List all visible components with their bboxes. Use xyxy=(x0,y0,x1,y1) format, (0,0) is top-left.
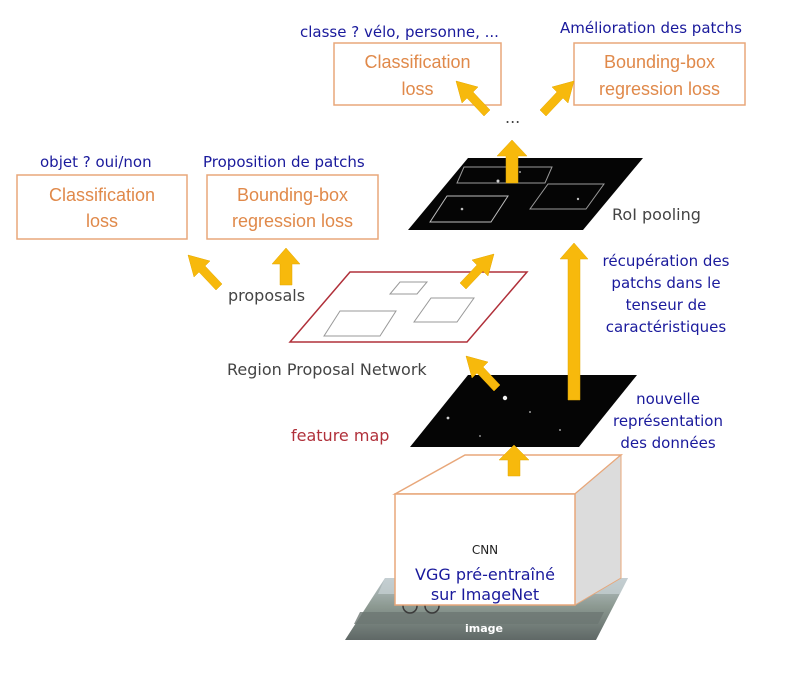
arrow-to-top-classification xyxy=(455,80,491,117)
patch-recovery-line2: patchs dans le xyxy=(611,274,720,292)
label-patch-improvement: Amélioration des patchs xyxy=(560,19,742,37)
patch-recovery-line3: tenseur de xyxy=(626,296,707,314)
roi-pooling-label: RoI pooling xyxy=(612,205,701,224)
label-object-question: objet ? oui/non xyxy=(40,153,152,171)
left-classification-line2: loss xyxy=(86,211,118,231)
patch-recovery-line1: récupération des xyxy=(603,252,730,270)
top-bbox-loss-box: Bounding-box regression loss xyxy=(573,42,746,106)
new-representation-line1: nouvelle xyxy=(636,390,700,408)
cnn-label: CNN xyxy=(472,543,498,557)
top-classification-line1: Classification xyxy=(364,52,470,72)
label-patch-proposal: Proposition de patchs xyxy=(203,153,365,171)
proposals-label: proposals xyxy=(228,286,305,305)
arrow-proposals-to-left-bbox xyxy=(271,247,301,286)
rpn-label: Region Proposal Network xyxy=(227,360,427,379)
left-classification-line1: Classification xyxy=(49,185,155,205)
arrow-feature-map-to-proposals xyxy=(465,355,501,392)
arrow-proposals-to-roi xyxy=(459,253,495,290)
proposals-map xyxy=(288,271,529,343)
new-representation-line2: représentation xyxy=(613,412,723,430)
left-classification-loss-box: Classification loss xyxy=(16,174,188,240)
feature-map-label: feature map xyxy=(291,426,389,445)
arrow-roi-to-ellipsis xyxy=(496,139,528,184)
label-class-question: classe ? vélo, personne, ... xyxy=(300,23,499,41)
arrow-to-top-bbox xyxy=(539,80,575,117)
top-bbox-line2: regression loss xyxy=(599,79,720,99)
top-classification-line2: loss xyxy=(401,79,433,99)
left-bbox-line1: Bounding-box xyxy=(237,185,348,205)
cnn-block: CNN VGG pré-entraîné sur ImageNet xyxy=(392,453,624,606)
arrow-feature-map-to-roi xyxy=(559,242,589,401)
arrow-proposals-to-left-classification xyxy=(187,254,223,291)
patch-recovery-line4: caractéristiques xyxy=(606,318,727,336)
vgg-line2: sur ImageNet xyxy=(431,585,539,604)
vgg-line1: VGG pré-entraîné xyxy=(415,565,555,584)
patch-recovery-annotation: récupération des patchs dans le tenseur … xyxy=(603,252,730,336)
feature-map xyxy=(410,375,637,447)
left-bbox-line2: regression loss xyxy=(232,211,353,231)
left-bbox-loss-box: Bounding-box regression loss xyxy=(206,174,379,240)
arrow-cnn-to-feature-map xyxy=(498,444,530,477)
new-representation-annotation: nouvelle représentation des données xyxy=(613,390,723,452)
ellipsis-label: ... xyxy=(505,108,520,127)
top-classification-loss-box: Classification loss xyxy=(333,42,502,106)
new-representation-line3: des données xyxy=(620,434,716,452)
image-label: image xyxy=(465,622,503,635)
top-bbox-line1: Bounding-box xyxy=(604,52,715,72)
roi-pooling-map xyxy=(408,158,643,230)
